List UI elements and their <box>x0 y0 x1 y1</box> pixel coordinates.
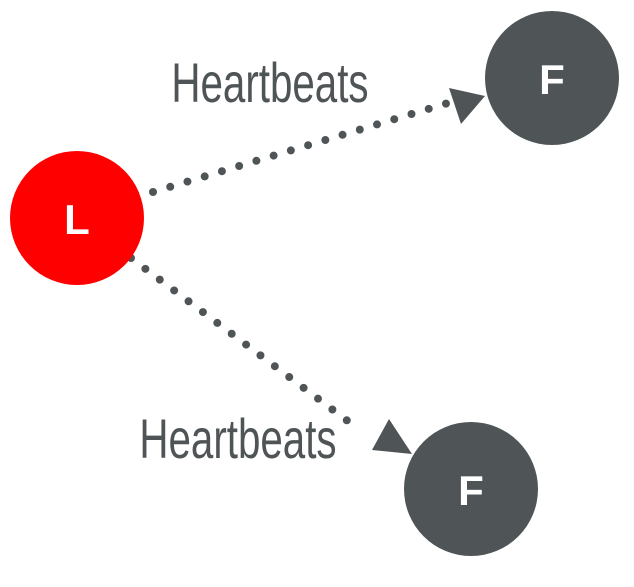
follower-top-circle <box>485 11 619 145</box>
dotted-connector-top <box>149 99 452 196</box>
edge-leader-to-top-follower <box>149 88 485 196</box>
follower-node-bottom: F <box>404 422 538 556</box>
arrowhead-top-icon <box>449 88 485 124</box>
edge-leader-to-bottom-follower <box>127 254 412 454</box>
edge-label-top: Heartbeats <box>171 53 368 115</box>
follower-top-label: F <box>539 56 565 103</box>
leader-node: L <box>10 151 144 285</box>
edge-label-bottom: Heartbeats <box>139 409 336 471</box>
follower-bottom-label: F <box>458 467 484 514</box>
follower-node-top: F <box>485 11 619 145</box>
leader-circle <box>10 151 144 285</box>
arrowhead-bottom-icon <box>372 419 412 454</box>
dotted-connector-bottom <box>127 254 361 432</box>
follower-bottom-circle <box>404 422 538 556</box>
leader-label: L <box>64 196 90 243</box>
